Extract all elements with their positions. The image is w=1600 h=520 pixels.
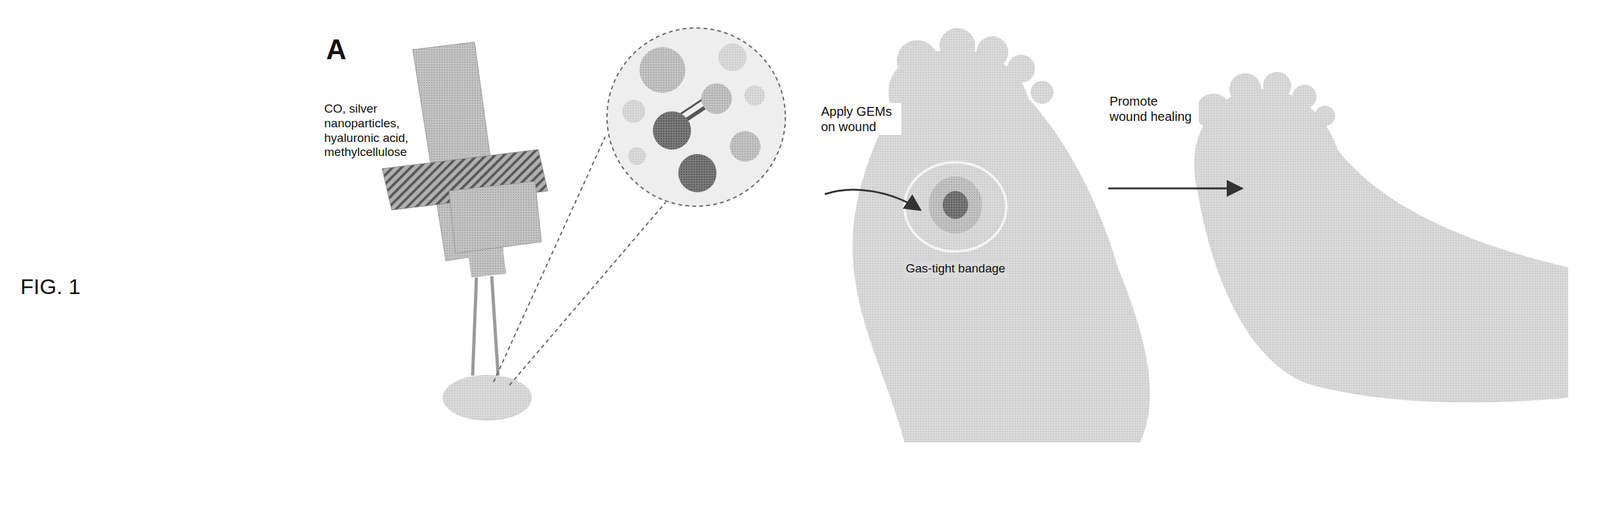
healing-arrow (1108, 187, 1243, 190)
healed-foot (1194, 71, 1569, 403)
apply-arrow (824, 189, 921, 211)
panel-letter: A (326, 33, 347, 67)
bandage-label: Gas-tight bandage (903, 261, 1008, 278)
syringe (382, 42, 548, 422)
step-label: Apply GEMs on wound (818, 103, 902, 136)
ingredient-list: CO, silver nanoparticles, hyaluronic aci… (324, 101, 422, 160)
wounded-foot (852, 28, 1150, 443)
step-label: Promote wound healing (1107, 92, 1199, 125)
magnified-view (493, 28, 786, 386)
figure-caption: FIG. 1 (20, 273, 81, 300)
